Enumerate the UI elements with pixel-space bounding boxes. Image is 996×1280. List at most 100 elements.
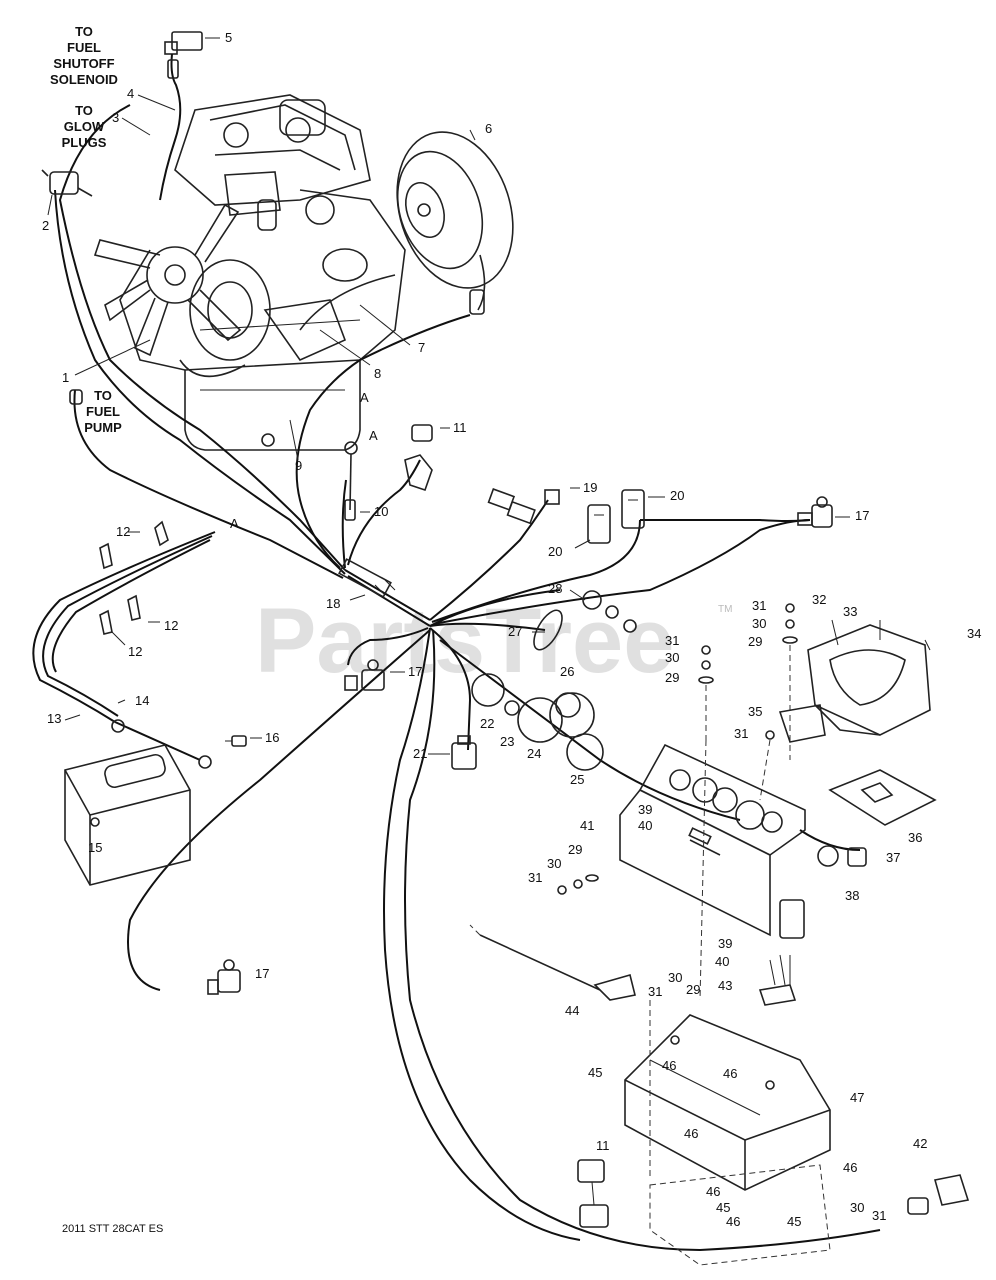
callout-31: 31	[648, 984, 662, 999]
callout-35: 35	[748, 704, 762, 719]
callout-23: 23	[500, 734, 514, 749]
callout-43: 43	[718, 978, 732, 993]
svg-text:TO: TO	[75, 103, 93, 118]
callout-12: 12	[164, 618, 178, 633]
callout-29: 29	[686, 982, 700, 997]
svg-text:SHUTOFF: SHUTOFF	[53, 56, 114, 71]
callout-12: 12	[116, 524, 130, 539]
callout-30: 30	[850, 1200, 864, 1215]
frame-outline	[469, 739, 831, 1266]
callout-46: 46	[843, 1160, 857, 1175]
callout-16: 16	[265, 730, 279, 745]
callout-30: 30	[547, 856, 561, 871]
callout-36: 36	[908, 830, 922, 845]
callout-44: 44	[565, 1003, 579, 1018]
callout-2: 2	[42, 218, 49, 233]
callout-9: 9	[295, 458, 302, 473]
mounting-bracket	[624, 1014, 831, 1191]
key-switch	[817, 845, 867, 867]
callout-4: 4	[127, 86, 134, 101]
callout-6: 6	[485, 121, 492, 136]
connector-43	[758, 899, 805, 1006]
callout-30: 30	[668, 970, 682, 985]
callout-46: 46	[662, 1058, 676, 1073]
callout-33: 33	[843, 604, 857, 619]
callout-46: 46	[726, 1214, 740, 1229]
callout-5: 5	[225, 30, 232, 45]
callout-39: 39	[718, 936, 732, 951]
callout-30: 30	[752, 616, 766, 631]
callout-22: 22	[480, 716, 494, 731]
callout-a: A	[369, 428, 378, 443]
battery-cables	[32, 531, 216, 769]
callout-27: 27	[508, 624, 522, 639]
callout-20: 20	[670, 488, 684, 503]
callout-12: 12	[128, 644, 142, 659]
callout-11: 11	[453, 420, 467, 435]
callout-38: 38	[845, 888, 859, 903]
switch-21	[451, 735, 477, 770]
svg-text:TO: TO	[75, 24, 93, 39]
callout-24: 24	[527, 746, 541, 761]
svg-text:FUEL: FUEL	[86, 404, 120, 419]
terminal-bolt	[225, 735, 247, 747]
callout-15: 15	[88, 840, 102, 855]
fuel-shutoff-connector	[159, 31, 203, 201]
callout-29: 29	[748, 634, 762, 649]
hour-meter	[533, 590, 637, 651]
leader-lines	[47, 37, 850, 755]
callout-19: 19	[583, 480, 597, 495]
gauges	[471, 673, 604, 771]
solenoid-17-left	[344, 659, 385, 691]
callout-17: 17	[855, 508, 869, 523]
callout-26: 26	[560, 664, 574, 679]
callout-18: 18	[326, 596, 340, 611]
bracket-35	[759, 704, 826, 801]
callout-29: 29	[568, 842, 582, 857]
callout-47: 47	[850, 1090, 864, 1105]
callout-17: 17	[408, 664, 422, 679]
note-fuel-shutoff: TO FUEL SHUTOFF SOLENOID	[50, 24, 118, 87]
callout-17: 17	[255, 966, 269, 981]
callout-45: 45	[588, 1065, 602, 1080]
callout-31: 31	[752, 598, 766, 613]
fuel-pump-connector	[69, 389, 83, 405]
callout-a: A	[360, 390, 369, 405]
harness-sleeve	[338, 558, 396, 598]
callout-7: 7	[418, 340, 425, 355]
drawing-id: 2011 STT 28CAT ES	[62, 1223, 163, 1235]
note-glow-plugs: TO GLOW PLUGS	[62, 103, 107, 150]
note-fuel-pump: TO FUEL PUMP	[84, 388, 122, 435]
callout-numbers: 5 4 3 2 6 1 7 8 9 A A A 11 10 19 20 20 1…	[42, 30, 981, 1229]
svg-text:PLUGS: PLUGS	[62, 135, 107, 150]
callout-37: 37	[886, 850, 900, 865]
callout-3: 3	[112, 110, 119, 125]
watermark: PartsTree	[255, 590, 674, 692]
callout-31: 31	[665, 633, 679, 648]
callout-45: 45	[716, 1200, 730, 1215]
callout-a: A	[230, 516, 239, 531]
svg-text:PUMP: PUMP	[84, 420, 122, 435]
connector-19	[487, 488, 560, 525]
connector-11-top	[404, 424, 433, 492]
switch-42	[907, 1174, 970, 1215]
callout-40: 40	[715, 954, 729, 969]
callout-46: 46	[706, 1184, 720, 1199]
callout-31: 31	[872, 1208, 886, 1223]
callout-41: 41	[580, 818, 594, 833]
callout-10: 10	[374, 504, 388, 519]
callout-1: 1	[62, 370, 69, 385]
callout-11: 11	[596, 1138, 610, 1153]
callout-14: 14	[135, 693, 149, 708]
callout-28: 28	[548, 581, 562, 596]
callout-29: 29	[665, 670, 679, 685]
ground-terminal	[344, 441, 358, 521]
plate-36	[828, 769, 937, 826]
bracket-33	[807, 619, 931, 736]
connector-11-bottom	[577, 1159, 609, 1228]
wiring-harness	[54, 104, 881, 1252]
hardware-stack-2	[557, 874, 599, 895]
callout-34: 34	[967, 626, 981, 641]
svg-text:GLOW: GLOW	[64, 119, 105, 134]
